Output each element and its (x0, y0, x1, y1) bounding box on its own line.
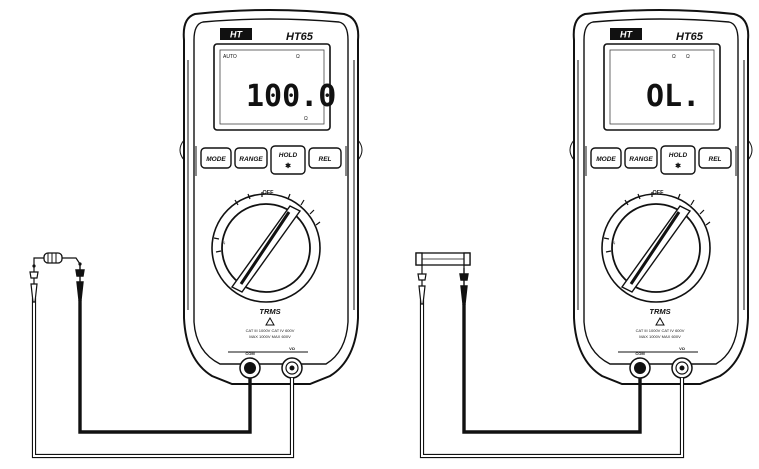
com-jack-label-left: COM (245, 351, 255, 356)
multimeter-left: HT HT65 AUTO Ω 100.0 Ω MODE RANGE HOLD ✱… (178, 8, 364, 386)
warning-text-line1-right: CAT III 1000V CAT IV 600V (636, 328, 685, 333)
hold-button-left: HOLD (279, 152, 298, 159)
rel-button-left: REL (319, 156, 332, 163)
brand-logo-right (610, 28, 642, 40)
lcd-reading-left: 100.0 (246, 79, 336, 114)
lcd-unit-bottom-left: Ω (304, 116, 308, 122)
warning-text-line1-left: CAT III 1000V CAT IV 600V (246, 328, 295, 333)
lcd-unit-top-left: Ω (296, 54, 300, 60)
test-leads-left (31, 298, 295, 459)
com-jack-left (249, 367, 251, 369)
v-jack-label-left: VΩ (289, 346, 296, 351)
red-probe-left (29, 265, 39, 303)
range-button-left: RANGE (239, 156, 263, 163)
range-button-right: RANGE (629, 156, 653, 163)
warning-text-line2-right: MAX 1000V MAX 600V (639, 334, 681, 339)
lcd-unit-top-right: Ω (686, 54, 690, 60)
v-jack-left (291, 367, 293, 369)
black-test-lead-left (78, 300, 252, 434)
com-jack-right (639, 367, 641, 369)
lightbulb-icon-left: ♀ (222, 241, 227, 247)
mode-button-left: MODE (206, 156, 226, 163)
model-label-right: HT65 (676, 31, 704, 43)
backlight-icon-right: ✱ (675, 162, 681, 170)
resistor-component (32, 252, 82, 268)
black-probe-left (75, 263, 85, 301)
hold-button-right: HOLD (669, 152, 688, 159)
warning-text-line2-left: MAX 1000V MAX 600V (249, 334, 291, 339)
model-label-left: HT65 (286, 31, 314, 43)
brand-logo-text-left: HT (230, 30, 243, 40)
v-jack-right (681, 367, 683, 369)
test-leads-right (419, 300, 685, 459)
lcd-reading-right: OL. (646, 79, 700, 114)
lightbulb-icon-right: ♀ (612, 241, 617, 247)
dial-off-label-right: OFF (653, 190, 665, 196)
brand-logo-left (220, 28, 252, 40)
fuse-component (415, 252, 471, 268)
rel-button-right: REL (709, 156, 722, 163)
multimeter-right: HT HT65 Ω Ω OL. MODE RANGE HOLD ✱ REL OF… (568, 8, 754, 386)
backlight-icon-left: ✱ (285, 162, 291, 170)
v-jack-label-right: VΩ (679, 346, 686, 351)
com-jack-label-right: COM (635, 351, 645, 356)
black-probe-right (459, 267, 469, 305)
trms-label-right: TRMS (649, 307, 670, 316)
mode-button-right: MODE (596, 156, 616, 163)
dial-off-label-left: OFF (263, 190, 275, 196)
lcd-auto-indicator-left: AUTO (223, 54, 237, 60)
black-test-lead-right (462, 304, 642, 434)
brand-logo-text-right: HT (620, 30, 633, 40)
lcd-indicator-right: Ω (672, 54, 676, 60)
trms-label-left: TRMS (259, 307, 280, 316)
red-probe-right (417, 267, 427, 305)
